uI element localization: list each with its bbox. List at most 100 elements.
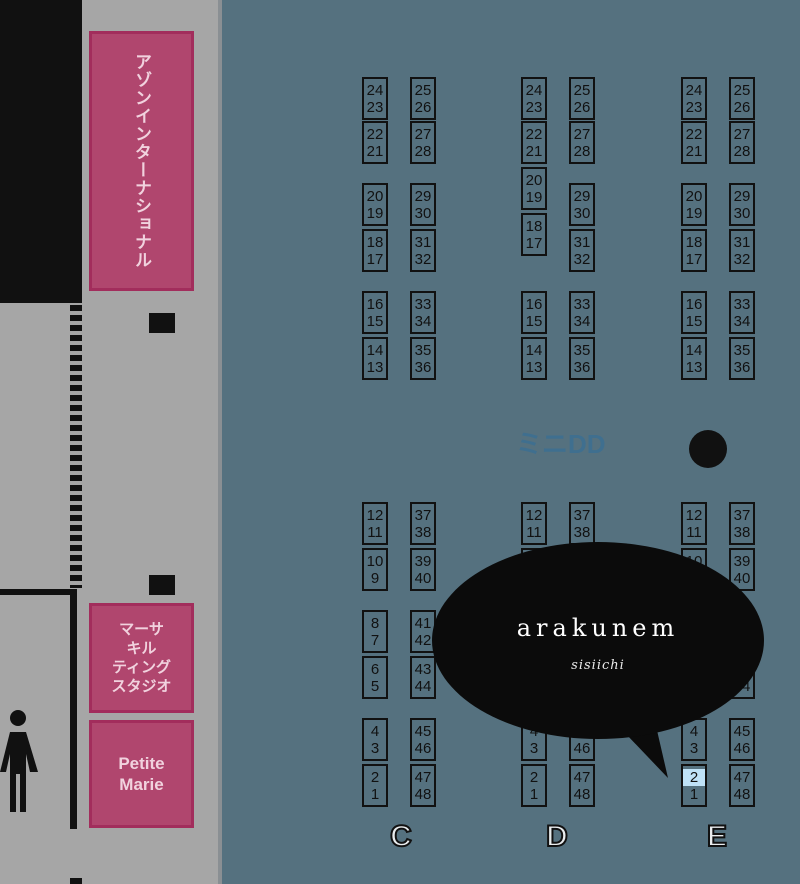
booth-number: 17 <box>685 250 703 268</box>
booth-number: 30 <box>573 204 591 222</box>
booth-number: 37 <box>733 506 751 524</box>
pillar-marker <box>149 313 175 333</box>
booth-number: 24 <box>366 81 384 99</box>
booth-number: 25 <box>733 81 751 99</box>
booth-number: 4 <box>689 722 699 740</box>
booth-number: 22 <box>685 125 703 143</box>
column-label-d: D <box>545 819 569 854</box>
wall-tick <box>70 878 82 884</box>
wall-horizontal <box>0 589 72 595</box>
column-label-e: E <box>706 819 728 854</box>
shop-marsa-quilting-studio[interactable]: マーサ キル ティング スタジオ <box>89 603 194 713</box>
shop-marsa-label: マーサ キル ティング スタジオ <box>111 621 172 695</box>
booth-number: 38 <box>573 523 591 541</box>
booth-number: 24 <box>525 81 543 99</box>
booth-number: 46 <box>733 739 751 757</box>
wall-vertical <box>70 589 77 829</box>
booth-number: 43 <box>414 660 432 678</box>
booth-number: 6 <box>370 660 380 678</box>
bubble-subtitle: sisiichi <box>571 658 625 673</box>
booth-number: 18 <box>685 233 703 251</box>
shop-azone-international[interactable]: アゾンインターナショナル <box>89 31 194 291</box>
booth-number: 48 <box>573 785 591 803</box>
booth-number: 36 <box>573 358 591 376</box>
dark-wall-block <box>0 0 82 303</box>
booth-number: 38 <box>414 523 432 541</box>
booth-number: 48 <box>733 785 751 803</box>
booth-number: 45 <box>414 722 432 740</box>
booth-number: 30 <box>733 204 751 222</box>
booth-number: 41 <box>414 614 432 632</box>
booth-number: 1 <box>689 785 699 803</box>
shop-petite-marie[interactable]: Petite Marie <box>89 720 194 828</box>
booth-number: 29 <box>573 187 591 205</box>
booth-number: 21 <box>366 142 384 160</box>
booth-number: 47 <box>573 768 591 786</box>
booth-number: 2 <box>370 768 380 786</box>
booth-number: 47 <box>733 768 751 786</box>
booth-number: 9 <box>370 569 380 587</box>
bubble-title: arakunem <box>516 614 680 642</box>
booth-number: 47 <box>414 768 432 786</box>
booth-number: 21 <box>685 142 703 160</box>
booth-number: 11 <box>686 523 702 541</box>
booth-number: 37 <box>573 506 591 524</box>
